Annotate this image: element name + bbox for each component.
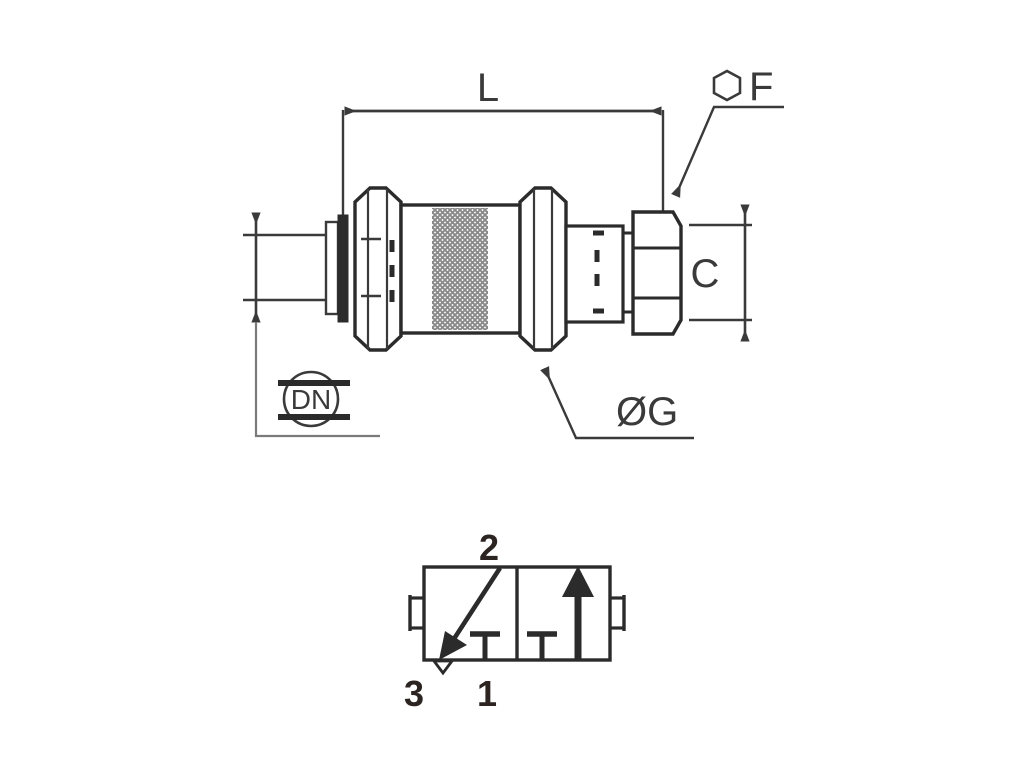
flow-arrow-diagonal	[439, 566, 502, 660]
dimension-height-c: C	[689, 204, 752, 342]
length-label: L	[477, 66, 499, 110]
coupler-collar	[353, 186, 403, 352]
port-connector-left	[408, 595, 424, 631]
dimension-length: L	[341, 66, 665, 232]
diagonal-arrow-head	[439, 631, 467, 660]
flow-arrow-vertical	[562, 566, 594, 660]
port-label-3: 3	[404, 673, 424, 714]
dn-leader	[254, 322, 380, 438]
hexagon-icon	[712, 69, 742, 102]
outlet-collar	[518, 186, 568, 352]
hex-nut	[631, 210, 683, 336]
body-diameter-leader	[540, 366, 694, 440]
filter-body	[399, 203, 522, 335]
coupler-seal-ring	[337, 214, 349, 323]
diagonal-arrow-shaft	[448, 566, 502, 647]
vertical-arrow-head	[562, 566, 594, 597]
body-diameter-label: ØG	[616, 390, 678, 434]
height-c-label: C	[691, 252, 720, 296]
outlet-collar-outline	[518, 186, 568, 352]
across-flats-label: F	[749, 65, 773, 109]
port-connector-right	[610, 595, 626, 631]
coupler-face-plate	[324, 220, 340, 316]
dimension-nominal-bore: DN	[243, 212, 380, 438]
port-label-2: 2	[479, 527, 499, 568]
inlet-coupler	[324, 214, 349, 323]
blocked-port-symbols	[470, 631, 557, 660]
component-assembly-view: L F C	[243, 65, 784, 440]
exhaust-port-triangle-icon	[431, 659, 455, 676]
valve-schematic-symbol: 2 3 1	[404, 527, 626, 714]
callout-across-flats: F	[671, 65, 784, 198]
filter-mesh-screen	[432, 208, 488, 330]
dn-label: DN	[291, 384, 331, 415]
dn-circle-icon	[282, 370, 340, 428]
port-label-1: 1	[477, 673, 497, 714]
threaded-stem	[564, 224, 633, 324]
across-flats-leader	[671, 105, 784, 198]
hex-nut-outline	[631, 210, 683, 336]
collar-outline	[353, 186, 403, 352]
callout-body-diameter: ØG	[540, 366, 694, 440]
